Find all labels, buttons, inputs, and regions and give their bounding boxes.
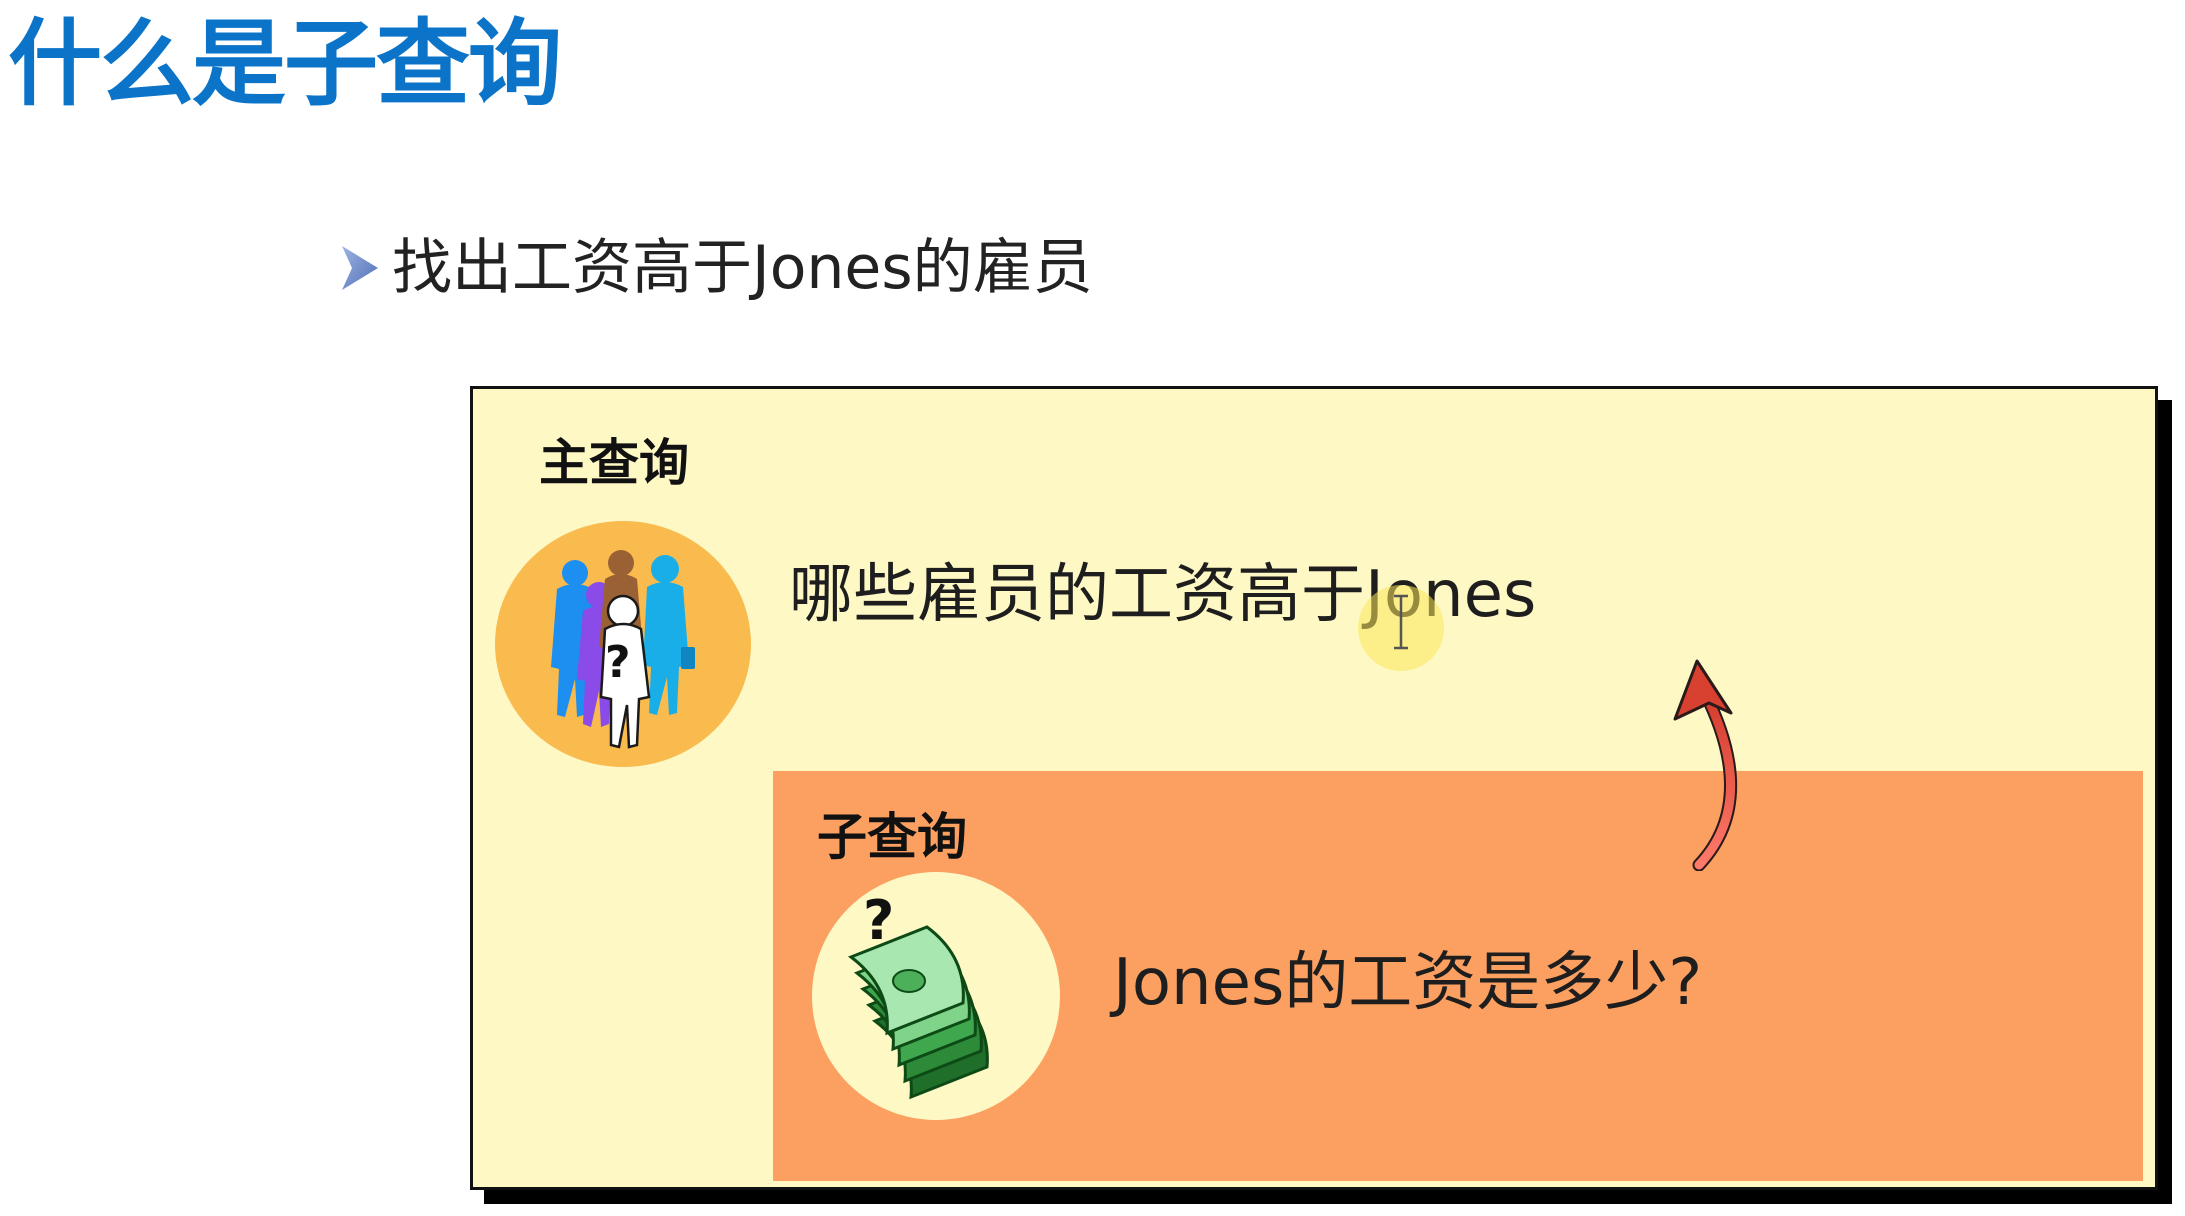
bullet-item: 找出工资高于Jones的雇员	[338, 228, 1093, 308]
sub-query-box: 子查询 ? Jones的工资是多少?	[773, 771, 2143, 1181]
slide-title: 什么是子查询	[8, 10, 562, 119]
sub-query-question: Jones的工资是多少?	[1113, 946, 1703, 1020]
people-question-icon: ?	[495, 521, 751, 767]
banknote-stack	[847, 925, 989, 1100]
main-query-label: 主查询	[539, 434, 689, 492]
bullet-arrow-icon	[342, 246, 378, 290]
money-question-icon	[812, 872, 1060, 1120]
sub-query-label: 子查询	[817, 808, 967, 866]
money-question-mark: ?	[863, 889, 895, 952]
main-query-box: 主查询 ? 哪些雇员的工资高于Jones 子查询	[470, 386, 2158, 1190]
curved-arrow-icon	[1673, 659, 1738, 871]
person-cyan	[643, 555, 695, 715]
svg-text:?: ?	[605, 637, 631, 688]
person-unknown-white	[599, 594, 651, 749]
bullet-text: 找出工资高于Jones的雇员	[392, 233, 1093, 303]
text-cursor-icon	[1394, 594, 1408, 650]
